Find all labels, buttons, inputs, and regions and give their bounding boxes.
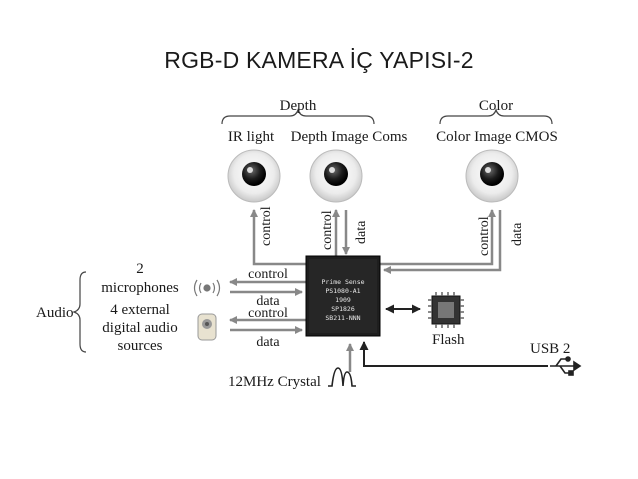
usb-connector — [359, 341, 548, 367]
ir-light-camera-icon — [227, 149, 281, 203]
microphone-icon — [193, 279, 221, 297]
audio-label: Audio — [36, 305, 74, 321]
primesense-chip: Prime Sense PS1080-A1 1909 SP1826 SB211-… — [305, 255, 381, 337]
color-group-brace: Color — [439, 98, 553, 125]
color-image-label: Color Image CMOS — [436, 129, 558, 145]
depth-image-label: Depth Image Coms — [291, 129, 408, 145]
color-data-label: data — [510, 222, 525, 246]
chip-text-4: SP1826 — [331, 305, 355, 313]
chip-text-2: PS1080-A1 — [325, 287, 360, 295]
ext-control-label: control — [248, 306, 288, 321]
crystal-waveform-icon — [328, 367, 356, 387]
ir-control-connector — [250, 209, 306, 266]
mic-count-label: 2 — [136, 261, 144, 277]
mic-control-label: control — [248, 267, 288, 282]
usb-icon — [550, 356, 582, 376]
color-data-connector — [383, 210, 502, 274]
ir-control-label: control — [259, 206, 274, 246]
chip-text-1: Prime Sense — [321, 278, 364, 286]
chip-text-5: SB211-NNN — [325, 314, 360, 322]
audio-brace — [72, 271, 87, 353]
ext-data-label: data — [256, 335, 280, 350]
depth-group-brace: Depth — [221, 98, 375, 125]
external-label-line3: sources — [118, 338, 163, 354]
flash-label: Flash — [432, 332, 465, 348]
audio-source-icon — [197, 313, 217, 341]
microphones-label: microphones — [101, 280, 179, 296]
ir-light-label: IR light — [228, 129, 275, 145]
depth-data-label: data — [354, 220, 369, 244]
crystal-label: 12MHz Crystal — [228, 374, 321, 390]
depth-image-camera-icon — [309, 149, 363, 203]
slide-title: RGB-D KAMERA İÇ YAPISI-2 — [164, 47, 474, 73]
external-label-line2: digital audio — [102, 320, 177, 336]
color-control-connector — [380, 209, 496, 266]
color-control-label: control — [477, 216, 492, 256]
flash-chip-icon — [428, 292, 464, 328]
external-label-line1: 4 external — [110, 302, 170, 318]
color-group-label: Color — [479, 98, 513, 114]
depth-control-label: control — [320, 210, 335, 250]
depth-group-label: Depth — [280, 98, 317, 114]
usb-label: USB 2 — [530, 341, 570, 357]
chip-text-3: 1909 — [335, 296, 351, 304]
mic-data-label: data — [256, 294, 280, 309]
color-image-camera-icon — [465, 149, 519, 203]
